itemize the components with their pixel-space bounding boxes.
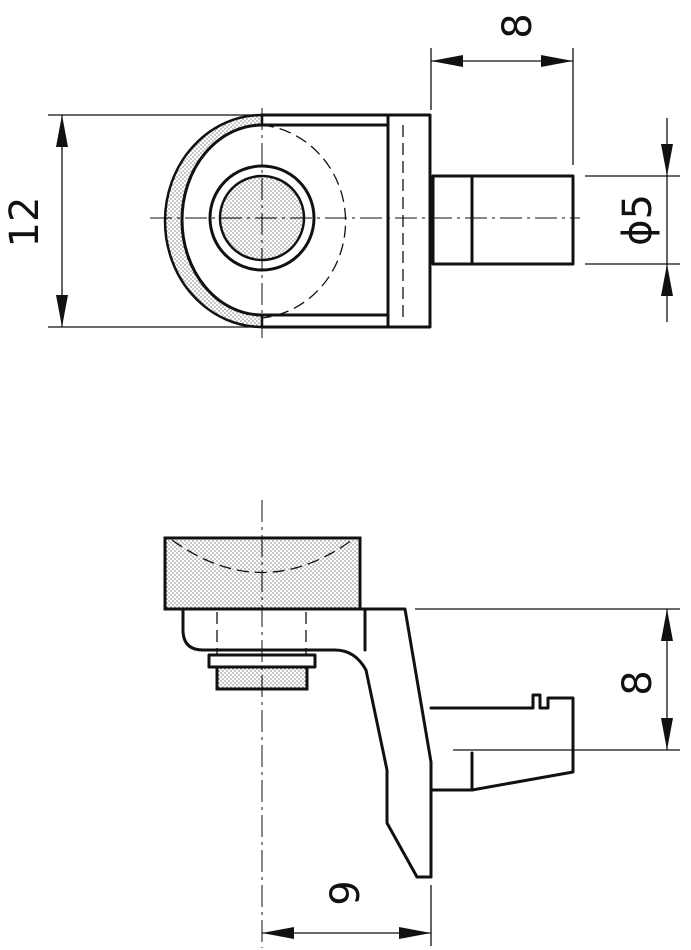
arrow-head xyxy=(661,609,673,641)
arrow-head xyxy=(661,718,673,750)
side-view: 8 9 xyxy=(163,500,680,948)
dim-label-side-height: 8 xyxy=(615,670,661,695)
arrow-head xyxy=(661,144,673,176)
dim-label-length: 8 xyxy=(495,13,541,38)
pin xyxy=(431,174,575,266)
arrow-head xyxy=(56,115,68,147)
dim-label-height: 12 xyxy=(2,197,48,248)
bracket-inner-outline xyxy=(180,123,390,317)
arrow-head xyxy=(541,55,573,67)
hidden-arc xyxy=(261,124,347,319)
arrow-head xyxy=(56,295,68,327)
arrow-head xyxy=(661,264,673,296)
flange xyxy=(386,113,432,329)
dim-label-diameter: ϕ5 xyxy=(615,194,661,246)
arrow-head xyxy=(262,927,294,939)
dim-label-side-width: 9 xyxy=(323,880,369,905)
top-view: 8 12 ϕ5 xyxy=(2,13,680,338)
arrow-head xyxy=(399,927,431,939)
bracket-profile xyxy=(181,607,433,879)
arrow-head xyxy=(431,55,463,67)
pin-profile xyxy=(429,693,575,792)
